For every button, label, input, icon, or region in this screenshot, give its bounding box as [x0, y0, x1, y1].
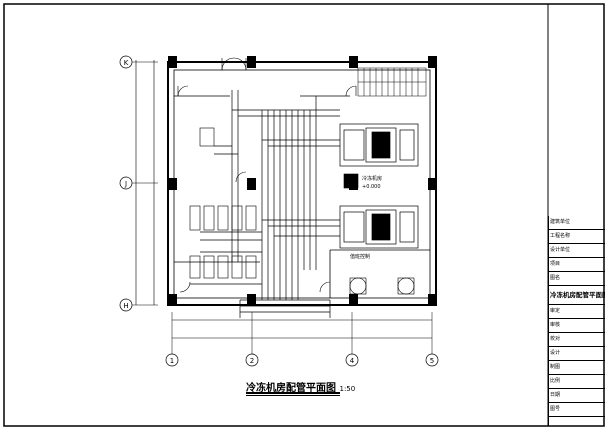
- tb-approve: 审定: [549, 305, 605, 319]
- tb-owner: 建筑单位: [549, 216, 605, 230]
- tb-check: 校对: [549, 333, 605, 347]
- chiller-unit-2: [339, 205, 419, 249]
- axis-col-1: 1: [170, 357, 174, 365]
- tb-project: 工程名称: [549, 230, 605, 244]
- tb-designer: 设计单位: [549, 244, 605, 258]
- outer-wall: [167, 61, 437, 306]
- title-underline-thin: [246, 395, 340, 396]
- drawing-title-text: 冷冻机房配管平面图: [246, 383, 336, 394]
- drawing-title: 冷冻机房配管平面图 1:50: [246, 379, 355, 394]
- doors: [177, 57, 357, 293]
- piping: [190, 90, 340, 318]
- drawing-scale: 1:50: [339, 385, 356, 393]
- axis-col-5: 5: [430, 357, 434, 365]
- room-label-control: 值班控制: [350, 253, 370, 260]
- tb-drawing-name-label: 图名: [549, 272, 605, 286]
- axis-row-k: K: [124, 59, 129, 67]
- tb-date: 日期: [549, 389, 605, 403]
- axis-row-j: J: [124, 180, 127, 188]
- tb-review: 审核: [549, 319, 605, 333]
- stair: [357, 67, 427, 97]
- tb-sheet-no: 图号: [549, 403, 605, 417]
- tb-scale: 比例: [549, 375, 605, 389]
- pump-group-lower: [189, 255, 257, 279]
- tb-item: 项目: [549, 258, 605, 272]
- tb-drawing-name: 冷冻机房配管平面图: [549, 286, 605, 305]
- structural-columns: [168, 56, 437, 306]
- axis-row-h: H: [123, 302, 128, 310]
- room-label-chiller: 冷冻机房: [362, 175, 382, 182]
- elevation-label: +0.000: [362, 184, 381, 190]
- axis-col-4: 4: [350, 357, 355, 365]
- tb-draw: 制图: [549, 361, 605, 375]
- chiller-unit-1: [339, 123, 419, 167]
- axis-col-2: 2: [250, 357, 254, 365]
- sheet-border: [3, 3, 605, 427]
- pump-group-upper: [189, 205, 257, 231]
- title-block: 建筑单位 工程名称 设计单位 项目 图名 冷冻机房配管平面图 审定 审核 校对 …: [548, 216, 605, 426]
- tb-design: 设计: [549, 347, 605, 361]
- title-underline: [246, 392, 340, 394]
- axis-bubbles: [119, 55, 439, 367]
